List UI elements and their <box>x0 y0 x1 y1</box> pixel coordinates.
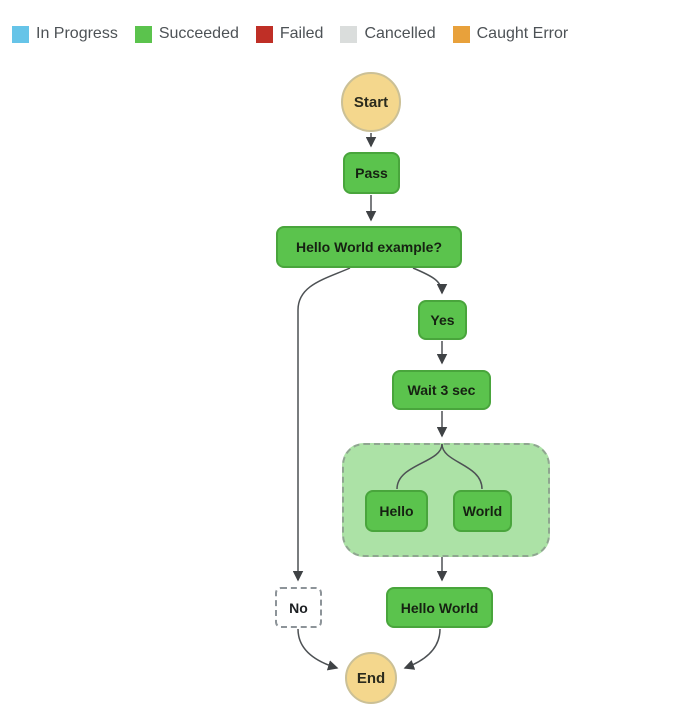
node-yes[interactable]: Yes <box>418 300 467 340</box>
failed-swatch <box>255 25 273 43</box>
edge-choice-yes <box>412 267 448 295</box>
legend-item-failed: Failed <box>255 25 324 43</box>
node-hello-world[interactable]: Hello World <box>386 587 493 628</box>
legend-label: Succeeded <box>158 25 239 42</box>
legend-label: Caught Error <box>476 25 569 42</box>
status-legend: In Progress Succeeded Failed Cancelled C… <box>12 25 568 43</box>
legend-label: In Progress <box>36 25 118 42</box>
legend-item-in-progress: In Progress <box>12 25 118 43</box>
node-end[interactable]: End <box>345 652 397 704</box>
parallel-state-container[interactable] <box>342 443 550 557</box>
edge-no-end <box>297 628 339 671</box>
legend-label: Failed <box>279 25 324 42</box>
node-start[interactable]: Start <box>341 72 401 132</box>
node-choice-hello-world-example[interactable]: Hello World example? <box>276 226 462 268</box>
cancelled-swatch <box>340 25 358 43</box>
node-no[interactable]: No <box>275 587 322 628</box>
legend-item-cancelled: Cancelled <box>340 25 436 43</box>
node-pass[interactable]: Pass <box>343 152 400 194</box>
legend-item-caught-error: Caught Error <box>452 25 569 43</box>
legend-label: Cancelled <box>364 25 436 42</box>
edge-parallel-hello <box>396 443 443 490</box>
node-world[interactable]: World <box>453 490 512 532</box>
edge-parallel-world <box>441 443 483 490</box>
succeeded-swatch <box>134 25 152 43</box>
edge-choice-no <box>292 267 351 582</box>
caught-error-swatch <box>452 25 470 43</box>
node-hello[interactable]: Hello <box>365 490 428 532</box>
legend-item-succeeded: Succeeded <box>134 25 239 43</box>
node-wait-3-sec[interactable]: Wait 3 sec <box>392 370 491 410</box>
in-progress-swatch <box>12 25 29 43</box>
edge-helloworld-end <box>403 628 441 670</box>
